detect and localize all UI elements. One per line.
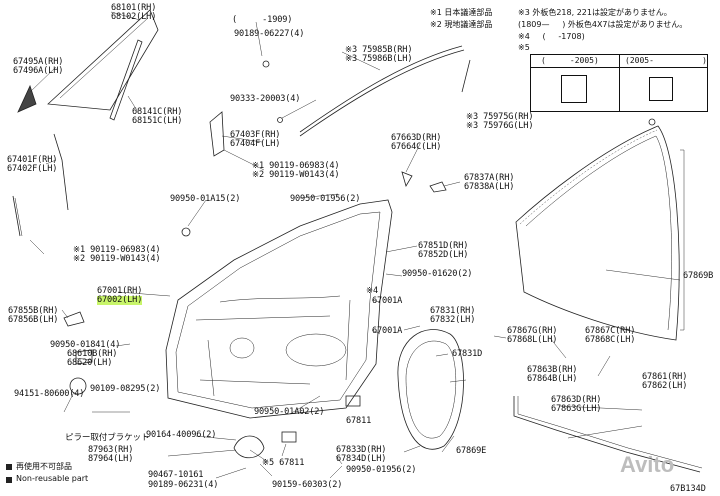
part-67663d: 67663D(RH) 67664C(LH): [391, 133, 442, 153]
part-67869b: 67869B: [683, 271, 714, 281]
speaker-hole-shape: [285, 333, 347, 367]
part-90189-06231: 90189-06231(4): [148, 480, 219, 490]
part-67403f: 67403F(RH) 67404F(LH): [230, 130, 281, 150]
part-90467: 90467-10161: [148, 470, 204, 480]
legend-en: Non-reusable part: [16, 474, 89, 483]
part-90950-01956-bot: 90950-01956(2): [346, 465, 417, 475]
part-67001a-2: 67001A: [372, 326, 403, 336]
legend-square-icon: [6, 464, 12, 470]
part-75975g: ※3 75975G(RH) ※3 75976G(LH): [466, 112, 534, 132]
part-68101: 68101(RH) 68102(LH): [111, 3, 157, 23]
lock-shape: [233, 435, 265, 459]
note-star5: ※5: [518, 43, 530, 52]
variant-col-1: ( -2005): [541, 56, 599, 65]
part-67861: 67861(RH) 67862(LH): [642, 372, 688, 392]
pillar-bracket-label: ピラー取付ブラケット: [65, 433, 150, 443]
hinge-upper-shape: [63, 311, 85, 327]
part-94151: 94151-80600(4): [14, 389, 85, 399]
note-color-restriction-2: (1809— ) 外板色4X7は設定がありません。: [518, 20, 688, 29]
lower-weatherstrip-shape: [513, 396, 701, 473]
corner-piece-shape: [17, 84, 37, 113]
part-67863d: 67863D(RH) 67863G(LH): [551, 395, 602, 415]
part-67855b: 67855B(RH) 67856B(LH): [8, 306, 59, 326]
part-90119-b: ※1 90119-06983(4) ※2 90119-W0143(4): [73, 245, 161, 265]
part-87963: 87963(RH) 87964(LH): [88, 445, 134, 465]
clip-67837-shape: [429, 181, 447, 193]
belt-clip-shape: [461, 59, 471, 93]
part-90109: 90109-08295(2): [90, 384, 161, 394]
roof-moulding-shape: [299, 45, 463, 133]
part-67811-a: 67811: [346, 416, 372, 426]
legend-jp: 再使用不可部品: [16, 462, 72, 471]
run-channel-shape: [53, 133, 69, 211]
part-67869e: 67869E: [456, 446, 487, 456]
note-japan-supply: ※1 日本議達部品: [430, 8, 493, 17]
variant-1-label-icon: [561, 75, 587, 103]
weatherstrip-shape: [515, 125, 680, 341]
label-67811-shape: [345, 395, 361, 407]
channel-shape: [109, 39, 143, 121]
clip-67663-shape: [401, 171, 413, 187]
part-90333: 90333-20003(4): [230, 94, 301, 104]
note-star4: ※4 ( -1708): [518, 32, 585, 41]
legend-square-icon-2: [6, 477, 12, 483]
watermark-logo: Avito: [620, 452, 675, 477]
part-67831: 67831(RH) 67832(LH): [430, 306, 476, 326]
rear-channel-shape: [12, 195, 21, 237]
note-local-supply: ※2 現地議達部品: [430, 20, 493, 29]
part-90159: 90159-60303(2): [272, 480, 343, 490]
part-68610b: 68610B(RH) 68620(LH): [67, 349, 118, 369]
part-67867g: 67867G(RH) 67868L(LH): [507, 326, 558, 346]
note-color-restriction: ※3 外板色218, 221は設定がありません。: [518, 8, 672, 17]
variant-col-2: (2005- ): [625, 56, 707, 65]
part-67851d: 67851D(RH) 67852D(LH): [418, 241, 469, 261]
part-67811-b: ※5 67811: [262, 458, 305, 468]
label-67811b-shape: [281, 431, 297, 443]
part-67495a: 67495A(RH) 67496A(LH): [13, 57, 64, 77]
door-frame-shape: [165, 199, 393, 419]
hinge-lower-shape: [69, 377, 87, 395]
part-90119-a: ※1 90119-06983(4) ※2 90119-W0143(4): [252, 161, 340, 181]
diagram-code: 67B134D: [670, 484, 706, 494]
part-67001a-1: 67001A: [372, 296, 403, 306]
part-90950-01956-top: 90950-01956(2): [290, 194, 361, 204]
part-67401f: 67401F(RH) 67402F(LH): [7, 155, 58, 175]
star-4: ※4: [366, 286, 379, 296]
range-label: ( -1909): [232, 15, 293, 25]
check-shape: [75, 349, 93, 365]
part-67833d: 67833D(RH) 67834D(LH): [336, 445, 387, 465]
part-68141c: 68141C(RH) 68151C(LH): [132, 107, 183, 127]
part-90164: 90164-40096(2): [146, 430, 217, 440]
part-67831d: 67831D: [452, 349, 483, 359]
door-glass-shape: [47, 9, 159, 111]
part-90950-01841: 90950-01841(4): [50, 340, 121, 350]
part-67001: 67001(RH): [97, 286, 143, 296]
variant-table: ( -2005) (2005- ): [530, 54, 708, 112]
part-90950-01620: 90950-01620(2): [402, 269, 473, 279]
part-75985b: ※3 75985B(RH) ※3 75986B(LH): [345, 45, 413, 65]
part-67002: 67002(LH): [97, 295, 143, 306]
variant-2-label-icon: [649, 77, 673, 101]
service-hole-cover-shape: [397, 329, 464, 450]
part-90189-06227: 90189-06227(4): [234, 29, 305, 39]
part-67863b: 67863B(RH) 67864B(LH): [527, 365, 578, 385]
part-90950-01a15: 90950-01A15(2): [170, 194, 241, 204]
part-90950-01a02: 90950-01A02(2): [254, 407, 325, 417]
part-67867c: 67867C(RH) 67868C(LH): [585, 326, 636, 346]
bolt-90189-shape: [262, 60, 270, 68]
pillar-garnish-shape: [209, 111, 225, 157]
part-67837a: 67837A(RH) 67838A(LH): [464, 173, 515, 193]
